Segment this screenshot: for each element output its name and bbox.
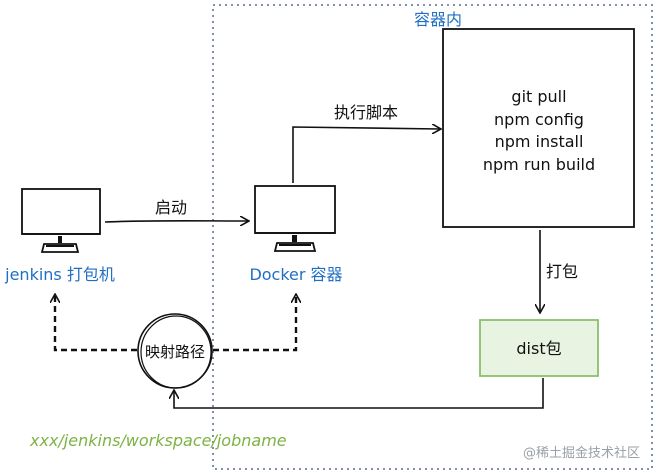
mount-circle — [137, 313, 213, 389]
workspace-path: xxx/jenkins/workspace/jobname — [29, 431, 287, 450]
jenkins-label: jenkins 打包机 — [4, 265, 115, 284]
mount-to-jenkins-arrow — [55, 295, 137, 352]
script-line: npm run build — [483, 155, 595, 174]
docker-monitor-icon — [254, 185, 336, 252]
dist-box — [479, 319, 599, 377]
script-lines: git pull npm config npm install npm run … — [483, 87, 595, 174]
script-line: npm install — [495, 132, 584, 151]
jenkins-monitor-icon — [21, 188, 101, 253]
script-line: git pull — [511, 87, 566, 106]
mount-label: 映射路径 — [145, 343, 205, 361]
docker-label: Docker 容器 — [249, 265, 342, 284]
package-label: 打包 — [546, 262, 578, 281]
start-label: 启动 — [155, 198, 187, 217]
dist-label: dist包 — [516, 339, 561, 358]
watermark: @稀土掘金技术社区 — [523, 445, 640, 461]
mount-to-docker-arrow — [213, 295, 296, 352]
exec-script-label: 执行脚本 — [334, 103, 398, 122]
script-line: npm config — [494, 110, 584, 129]
script-box — [442, 28, 635, 228]
start-arrow — [104, 221, 248, 222]
container-boundary — [212, 4, 653, 470]
container-label: 容器内 — [414, 10, 462, 29]
exec-script-arrow — [292, 127, 440, 183]
return-arrow — [174, 378, 544, 409]
